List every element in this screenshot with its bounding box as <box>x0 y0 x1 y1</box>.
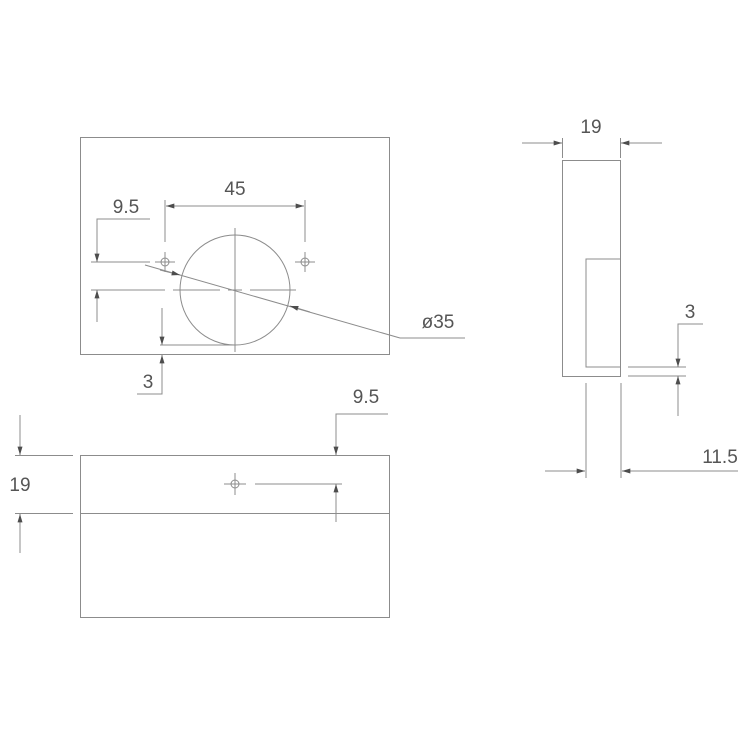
panel-outline <box>80 137 390 355</box>
thickness-label: 19 <box>9 475 30 496</box>
cup-depth-label: 11.5 <box>702 447 738 468</box>
panel-side-outline <box>562 160 621 377</box>
hole-depth-label: 9.5 <box>353 387 379 408</box>
door-edge-outline <box>80 455 390 618</box>
screw-hole-left <box>155 252 175 272</box>
hole-offset-label: 9.5 <box>113 197 139 218</box>
top-view <box>15 413 390 618</box>
screw-hole-top <box>224 473 246 495</box>
side-width-label: 19 <box>580 117 601 138</box>
screw-hole-right <box>295 252 315 272</box>
lip-label: 3 <box>685 302 696 323</box>
diameter-label: ø35 <box>422 312 455 333</box>
edge-distance-label: 3 <box>143 372 154 393</box>
hole-spacing-label: 45 <box>224 179 245 200</box>
side-view <box>522 138 738 478</box>
front-view <box>80 137 465 395</box>
